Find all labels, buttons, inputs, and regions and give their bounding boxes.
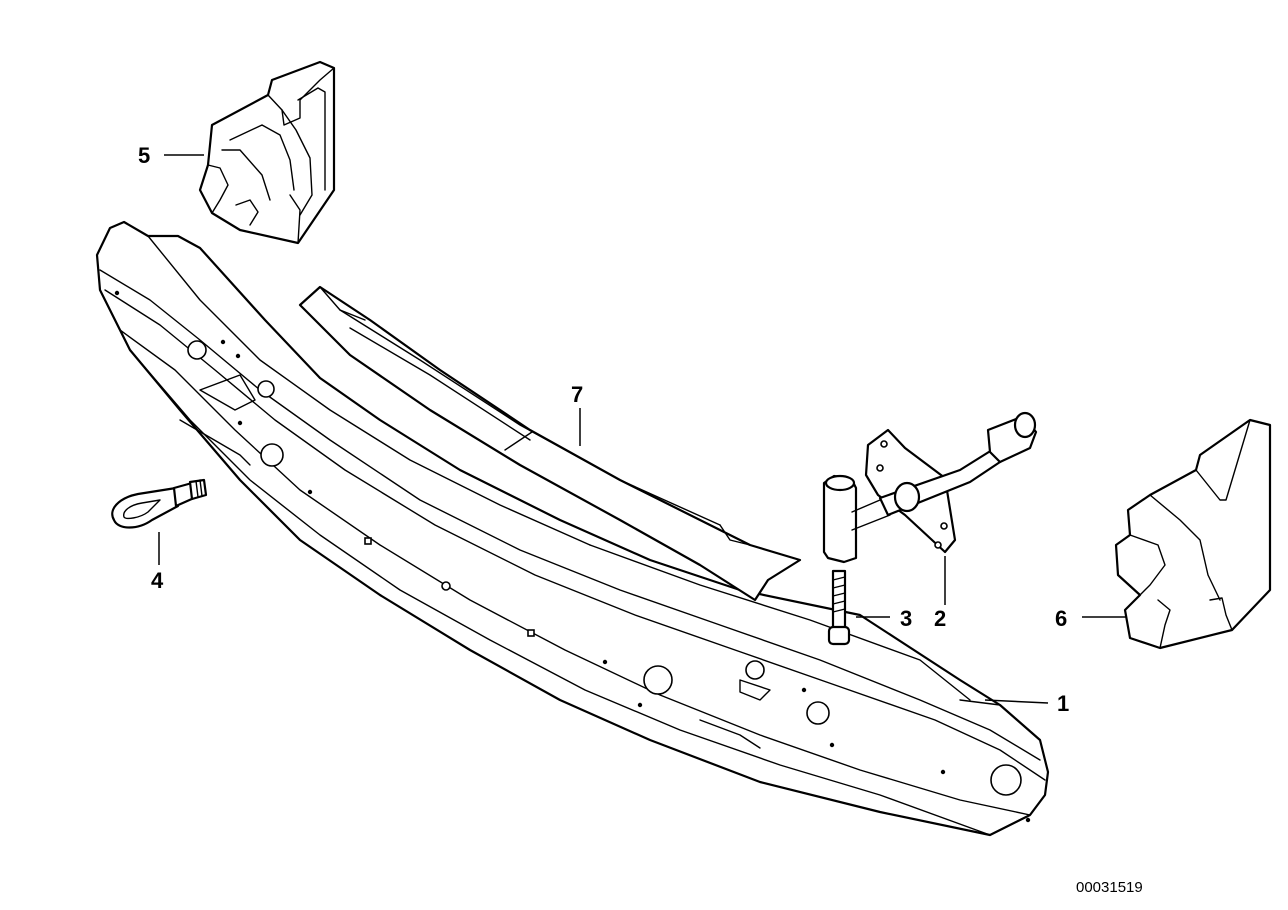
callout-4: 4 <box>151 568 164 593</box>
callout-3: 3 <box>900 606 912 631</box>
leader-lines <box>158 154 1126 704</box>
part-6-absorber-block[interactable] <box>1114 418 1272 650</box>
part-7-absorber-strip[interactable] <box>298 285 802 602</box>
callout-1: 1 <box>1057 691 1069 716</box>
callout-6: 6 <box>1055 606 1067 631</box>
part-1-bumper-carrier[interactable] <box>95 220 1050 837</box>
part-2-towing-bracket[interactable] <box>822 411 1038 564</box>
leader-line-1 <box>984 699 1049 704</box>
part-4-towing-eye[interactable] <box>111 478 208 529</box>
drawing-number: 00031519 <box>1076 879 1143 896</box>
part-3-bolt[interactable] <box>827 569 851 646</box>
callout-5: 5 <box>138 143 150 168</box>
callout-2: 2 <box>934 606 946 631</box>
part-5-bracket[interactable] <box>198 60 336 245</box>
callout-labels: 1 2 3 4 5 6 7 <box>138 143 1069 716</box>
callout-7: 7 <box>571 382 583 407</box>
